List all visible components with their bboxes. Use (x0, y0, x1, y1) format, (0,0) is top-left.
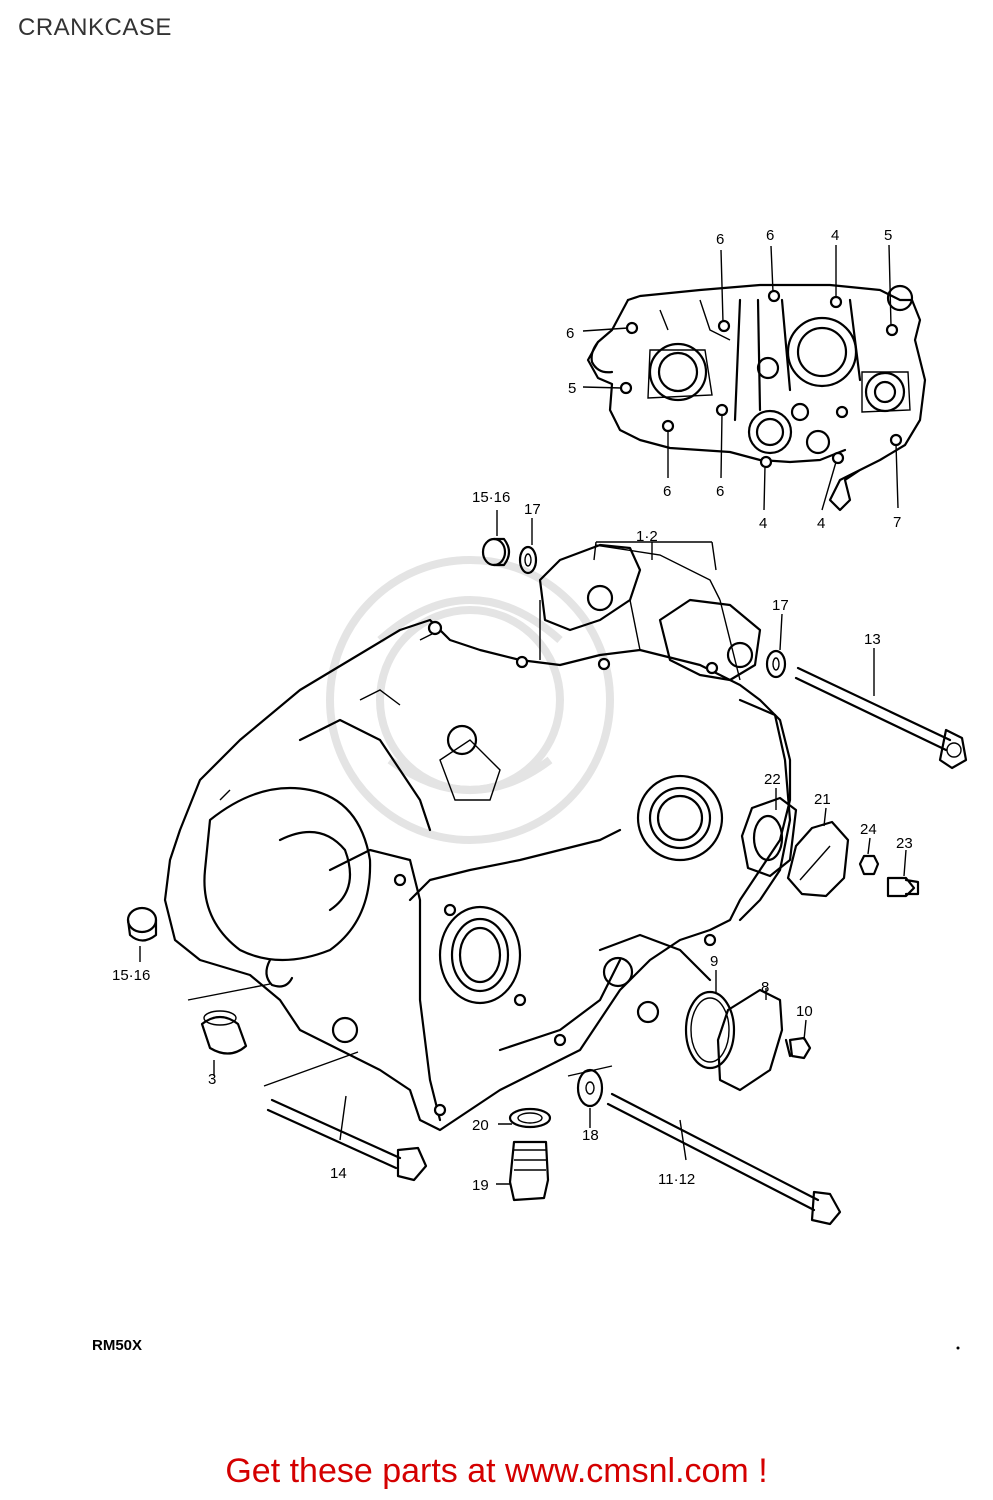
callout-23: 23 (896, 835, 913, 852)
part-dowel-15-16-top (481, 537, 511, 567)
callout-5: 5 (884, 227, 892, 244)
part-bolt-14 (266, 1098, 428, 1182)
callout-14: 14 (330, 1165, 347, 1182)
callout-15-16: 15·16 (472, 489, 510, 506)
part-bolt-11-12 (606, 1092, 842, 1226)
part-washer-17-top (518, 545, 538, 575)
callout-18: 18 (582, 1127, 599, 1144)
callout-17: 17 (524, 501, 541, 518)
callout-17: 17 (772, 597, 789, 614)
dot-mark (956, 1346, 960, 1350)
watermark-logo (326, 556, 614, 844)
crankcase-assembly (163, 543, 792, 1132)
part-oring-9 (684, 990, 736, 1070)
part-nut-24 (858, 854, 880, 876)
callout-11-12: 11·12 (658, 1171, 695, 1188)
callout-19: 19 (472, 1177, 489, 1194)
part-bolt-13 (794, 666, 968, 770)
part-gasket-20 (508, 1107, 552, 1129)
callout-6: 6 (663, 483, 671, 500)
callout-24: 24 (860, 821, 877, 838)
callout-22: 22 (764, 771, 781, 788)
part-washer-17-right (765, 649, 787, 679)
callout-6: 6 (716, 231, 724, 248)
callout-4: 4 (817, 515, 825, 532)
callout-15-16: 15·16 (112, 967, 150, 984)
callout-13: 13 (864, 631, 881, 648)
callout-8: 8 (761, 979, 769, 996)
callout-6: 6 (566, 325, 574, 342)
part-screw-23 (886, 876, 920, 898)
callout-6: 6 (716, 483, 724, 500)
crankcase-inner-view (582, 244, 927, 512)
part-gasket-22 (740, 796, 798, 878)
callout-labels: 6 6 4 5 6 5 6 6 4 4 7 15·16 17 1·2 17 13… (112, 227, 913, 1194)
callout-9: 9 (710, 953, 718, 970)
callout-6: 6 (766, 227, 774, 244)
promo-link[interactable]: Get these parts at www.cmsnl.com ! (225, 1452, 768, 1490)
callout-7: 7 (893, 514, 901, 531)
callout-1-2: 1·2 (636, 528, 658, 545)
part-washer-18 (576, 1068, 604, 1108)
callout-20: 20 (472, 1117, 489, 1134)
part-screw-10 (784, 1036, 812, 1060)
callout-4: 4 (831, 227, 839, 244)
model-code: RM50X (92, 1337, 142, 1354)
callout-21: 21 (814, 791, 831, 808)
part-dowel-3 (200, 1010, 248, 1055)
page-title: CRANKCASE (18, 14, 172, 41)
part-plug-19 (508, 1140, 550, 1202)
callout-10: 10 (796, 1003, 813, 1020)
part-cover-21 (786, 820, 850, 898)
leader-lines (139, 510, 907, 1185)
callout-4: 4 (759, 515, 767, 532)
callout-3: 3 (208, 1071, 216, 1088)
callout-5: 5 (568, 380, 576, 397)
part-dowel-15-16-left (126, 906, 158, 942)
